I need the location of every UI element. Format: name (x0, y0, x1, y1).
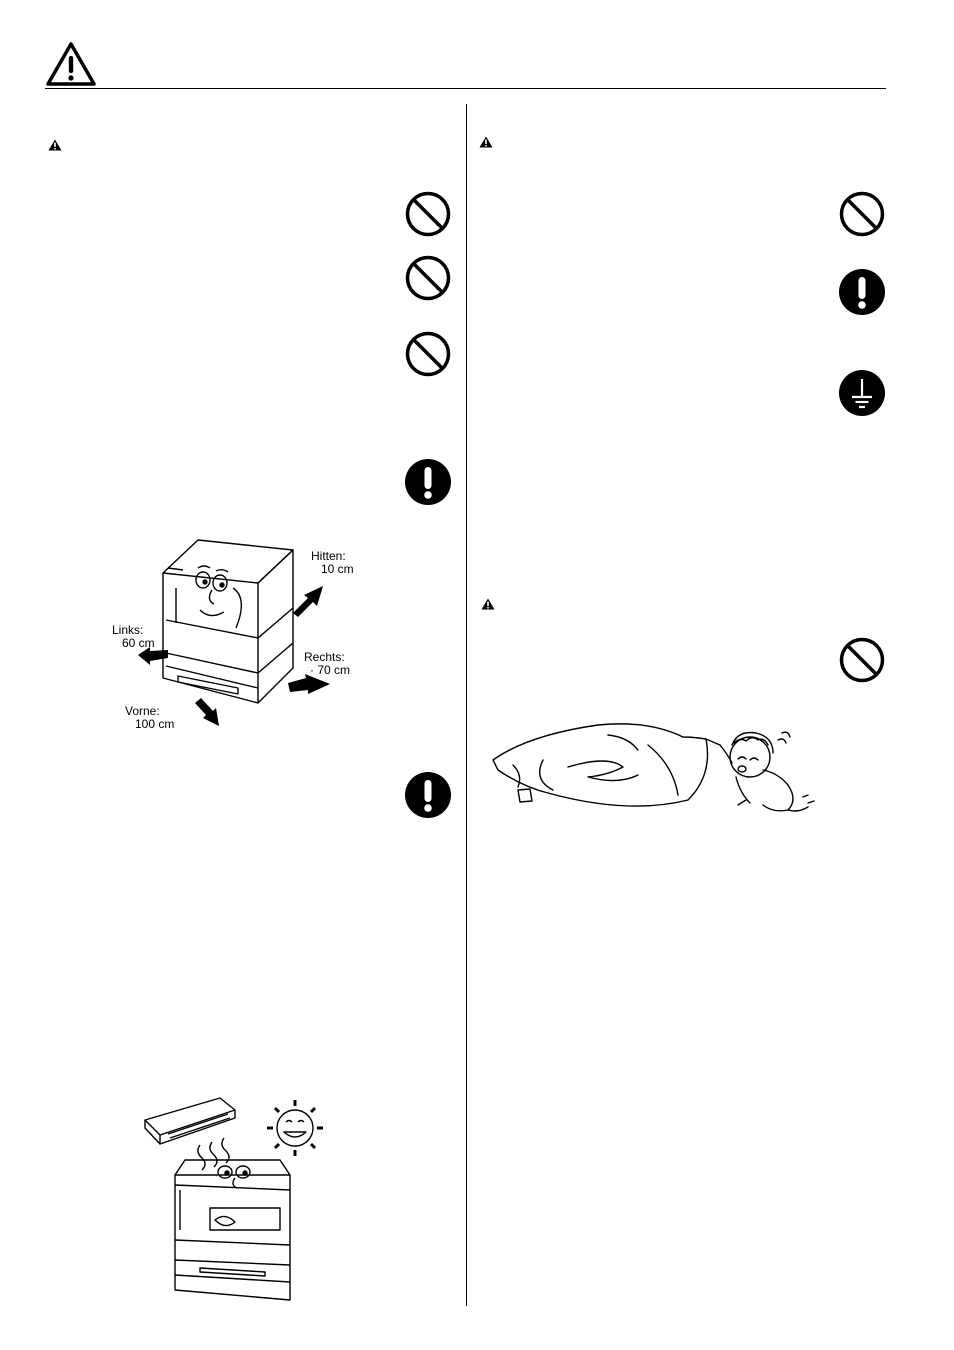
back-clearance-value: 10 cm (321, 562, 354, 576)
column-divider (466, 104, 467, 1306)
mandatory-action-icon (405, 772, 451, 818)
left-clearance-label: Links: (112, 623, 144, 637)
caution-small-icon (479, 136, 493, 148)
warning-header-icon (45, 41, 97, 87)
prohibition-icon (405, 191, 451, 237)
front-clearance-value: 100 cm (135, 717, 175, 731)
prohibition-icon (405, 255, 451, 301)
right-clearance-value: · 70 cm (310, 663, 351, 677)
mandatory-action-icon (405, 459, 451, 505)
environment-illustration (140, 1090, 340, 1305)
back-clearance-label: Hitten: (311, 549, 346, 563)
mandatory-action-icon (839, 269, 885, 315)
caution-small-icon (481, 598, 495, 610)
caution-small-icon (48, 139, 62, 151)
front-clearance-label: Vorne: (125, 704, 160, 718)
prohibition-icon (839, 191, 885, 237)
left-clearance-value: 60 cm (122, 636, 155, 650)
prohibition-icon (839, 637, 885, 683)
plastic-bag-illustration (488, 715, 838, 820)
right-clearance-label: Rechts: (304, 650, 345, 664)
ground-connection-icon (839, 370, 885, 416)
header-rule (45, 88, 886, 89)
printer-illustration (138, 539, 330, 726)
clearance-diagram (108, 528, 368, 738)
prohibition-icon (405, 331, 451, 377)
